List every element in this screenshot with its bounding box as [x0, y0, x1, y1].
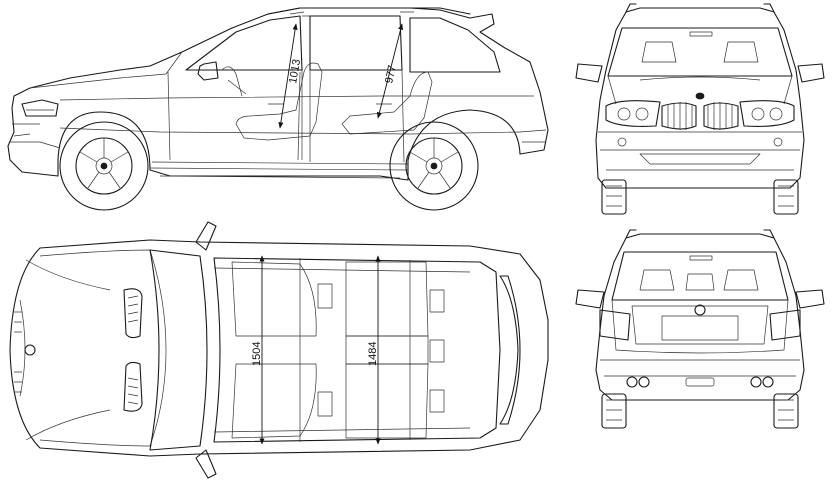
dim-rear-headroom-label: 977: [383, 64, 399, 84]
front-headlight-right: [739, 100, 795, 127]
side-mirror: [197, 61, 219, 81]
side-rear-window: [309, 15, 403, 71]
dim-front-headroom-line: [278, 23, 298, 129]
top-logo: [24, 344, 36, 356]
top-view: 1504 1484: [9, 221, 549, 479]
top-mirror-right: [195, 449, 217, 479]
top-mirror-left: [195, 221, 217, 251]
dim-front-shoulder-label: 1504: [251, 342, 263, 366]
dim-rear-shoulder-label: 1484: [367, 342, 379, 366]
side-view: 1013 977: [7, 7, 549, 211]
front-grille-right: [703, 102, 739, 130]
top-body-outline: [9, 239, 549, 457]
front-view: [575, 3, 825, 215]
front-body-outline: [595, 7, 805, 189]
front-headlight-left: [605, 100, 661, 127]
side-body-outline: [7, 7, 549, 181]
side-front-wheel: [59, 121, 149, 211]
front-grille-left: [661, 102, 697, 130]
dim-front-headroom-label: 1013: [287, 58, 303, 84]
side-rear-arch: [407, 109, 521, 181]
rear-logo: [694, 304, 706, 316]
side-quarter-window: [409, 17, 501, 73]
rear-body-outline: [595, 233, 805, 401]
side-rear-wheel: [389, 121, 479, 211]
side-front-arch: [57, 111, 151, 177]
side-front-window: [185, 15, 303, 71]
rear-view: [575, 229, 825, 429]
dim-rear-headroom-line: [376, 23, 404, 119]
